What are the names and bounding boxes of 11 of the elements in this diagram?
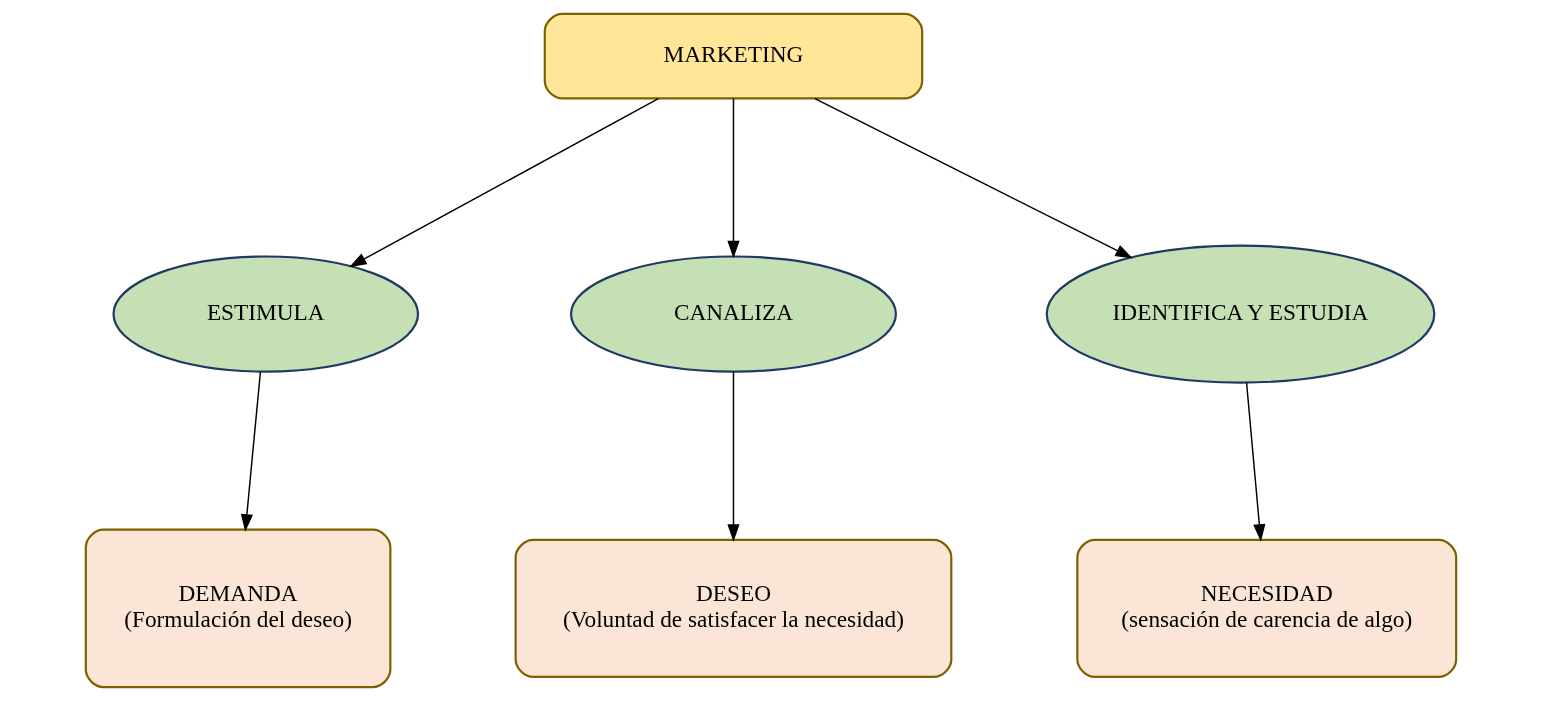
arrow xyxy=(726,370,740,542)
node-box: MARKETING xyxy=(543,12,923,100)
arrow xyxy=(726,97,740,259)
node-box: DESEO (Voluntad de satisfacer la necesidad) xyxy=(514,538,952,678)
node-box: NECESIDAD (sensación de carencia de algo) xyxy=(1075,538,1457,678)
arrow xyxy=(348,97,659,268)
arrow xyxy=(1245,382,1265,542)
node-box: DEMANDA (Formulación del deseo) xyxy=(84,528,391,689)
arrow xyxy=(813,97,1133,259)
node-ellipse: CANALIZA xyxy=(569,255,897,373)
arrow xyxy=(240,370,261,532)
